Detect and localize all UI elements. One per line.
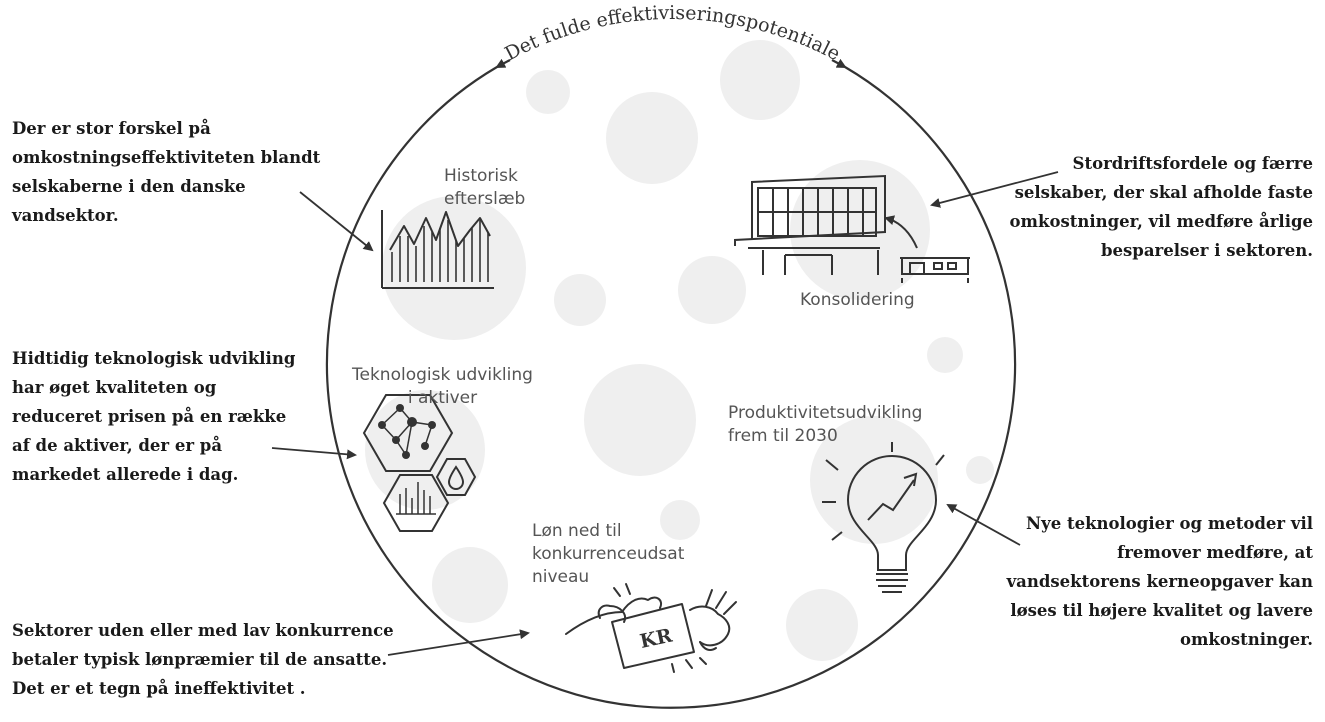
note-historisk: Der er stor forskel på omkostningseffekt… <box>12 119 321 225</box>
pointer-arrows <box>271 171 1059 656</box>
label-produktivitet: Produktivitetsudvikling frem til 2030 <box>728 403 923 446</box>
network-hexagon-icon <box>362 394 454 472</box>
note-teknologisk: Hidtidig teknologisk udvikling har øget … <box>12 349 296 484</box>
label-historisk: Historisk efterslæb <box>444 166 526 209</box>
cycle-circle <box>325 58 1017 709</box>
label-teknologisk: Teknologisk udvikling i aktiver <box>352 365 533 408</box>
background-blobs <box>365 40 994 661</box>
note-loen: Sektorer uden eller med lav konkurrence … <box>12 621 394 698</box>
diagram-title: Det fulde effektiviseringspotentiale <box>501 2 843 65</box>
arrow-historisk <box>299 191 374 252</box>
money-label: KR <box>638 625 674 653</box>
lightbulb-growth-icon <box>822 442 945 593</box>
bar-hexagon-icon <box>382 474 450 532</box>
label-konsolidering: Konsolidering <box>800 290 915 310</box>
money-hands-icon: KR <box>565 583 737 673</box>
arrow-teknologisk <box>271 447 357 460</box>
line-chart-icon <box>381 210 494 289</box>
label-loen: Løn ned til konkurrenceudsat niveau <box>532 521 685 587</box>
water-drop-icon <box>435 458 477 496</box>
building-icon <box>734 174 970 283</box>
arrow-konsolidering <box>930 171 1059 208</box>
arrow-loen <box>387 629 530 656</box>
note-produktivitet: Nye teknologier og metoder vil fremover … <box>1006 514 1313 649</box>
note-konsolidering: Stordriftsfordele og færre selskaber, de… <box>1009 154 1313 260</box>
arrow-produktivitet <box>946 504 1021 546</box>
